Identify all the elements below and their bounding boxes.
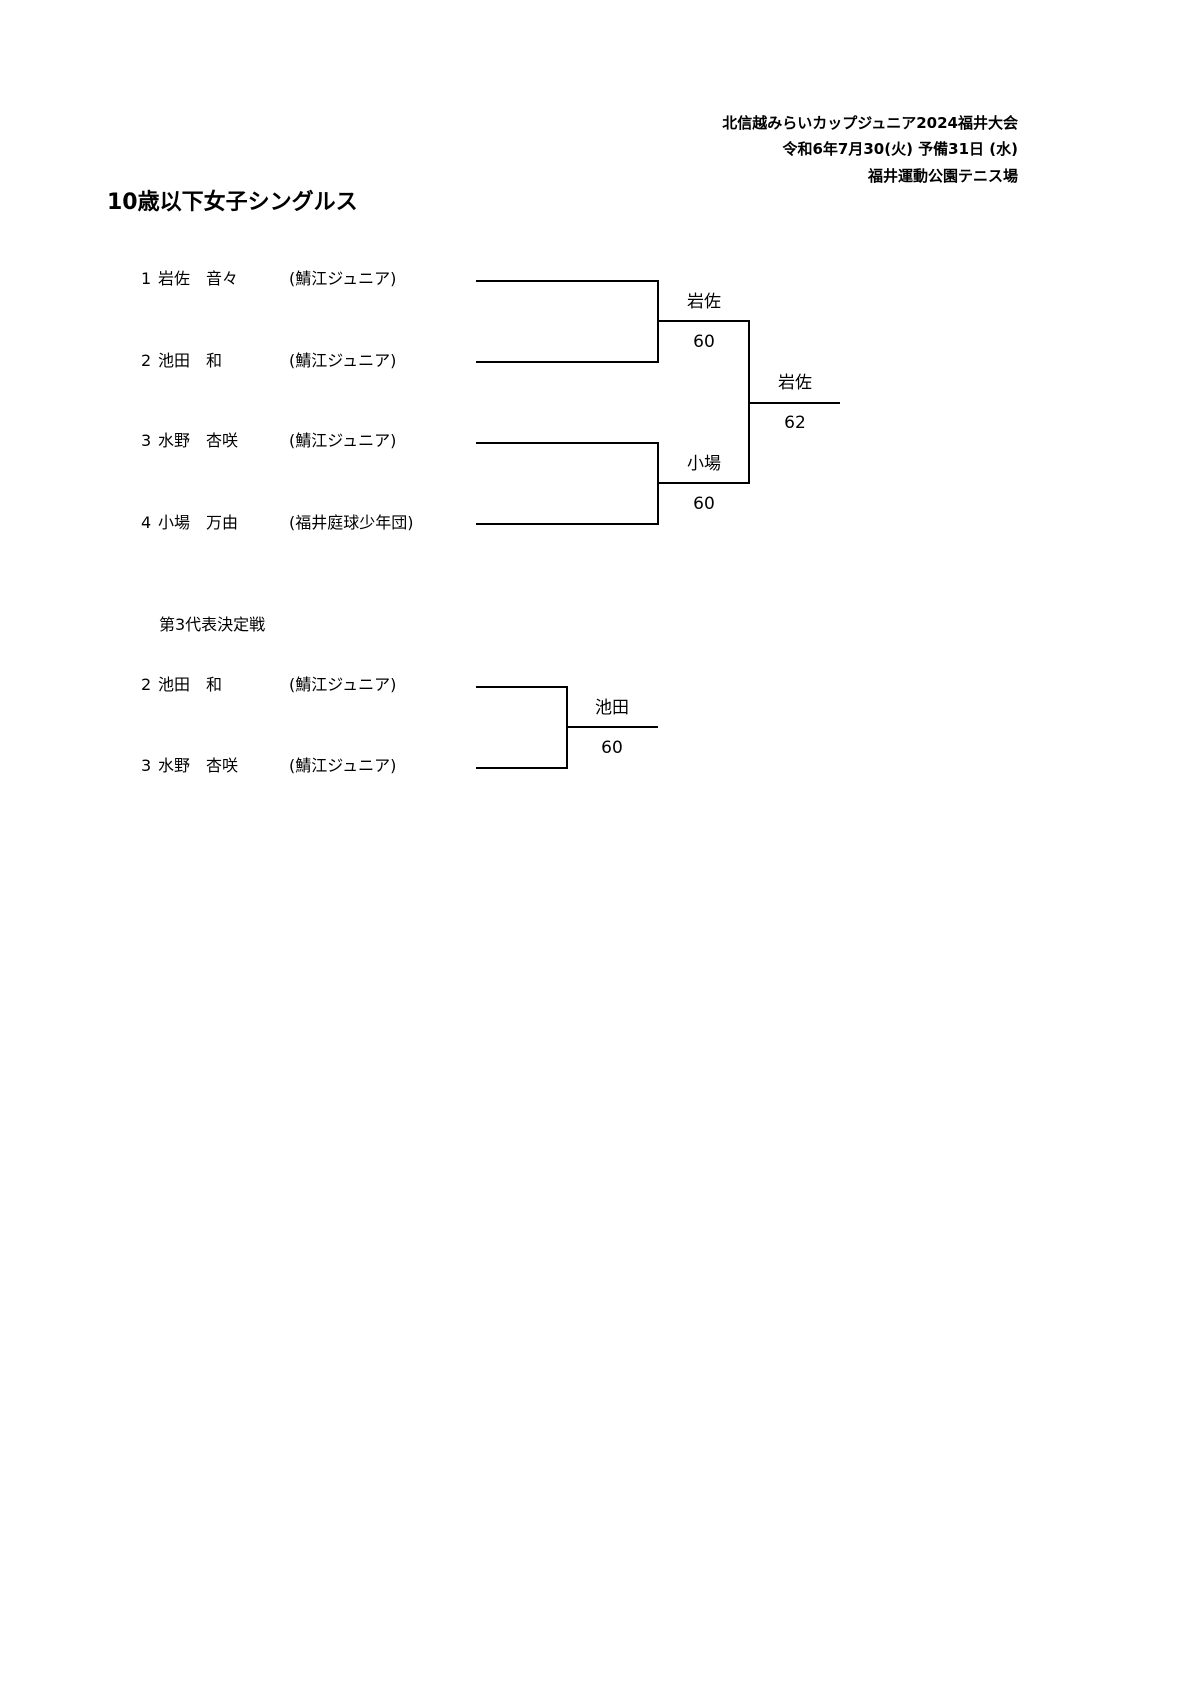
semifinal-winner: 小場	[687, 454, 721, 474]
bracket-line	[476, 442, 659, 444]
player-name: 水野 杏咲	[158, 431, 239, 450]
final-winner: 岩佐	[778, 373, 812, 393]
third-place-score: 60	[601, 738, 623, 758]
player-seed: 3	[141, 431, 152, 450]
bracket-line	[657, 320, 750, 322]
semifinal-winner: 岩佐	[687, 292, 721, 312]
tournament-venue: 福井運動公園テニス場	[867, 167, 1018, 185]
third-place-winner: 池田	[595, 698, 629, 718]
tournament-name: 北信越みらいカップジュニア2024福井大会	[722, 114, 1018, 132]
player-club: (鯖江ジュニア)	[289, 351, 397, 370]
player-club: (鯖江ジュニア)	[289, 431, 397, 450]
player-seed: 3	[141, 756, 152, 775]
player-name: 水野 杏咲	[158, 756, 239, 775]
player-name: 池田 和	[158, 675, 223, 694]
bracket-line	[657, 482, 750, 484]
tournament-dates: 令和6年7月30(火) 予備31日 (水)	[782, 140, 1019, 158]
event-title: 10歳以下女子シングルス	[107, 190, 358, 215]
player-seed: 2	[141, 675, 152, 694]
semifinal-score: 60	[693, 332, 715, 352]
bracket-line	[476, 361, 659, 363]
bracket-line	[476, 686, 568, 688]
bracket-line	[566, 726, 658, 728]
player-club: (鯖江ジュニア)	[289, 675, 397, 694]
bracket-line	[476, 767, 568, 769]
semifinal-score: 60	[693, 494, 715, 514]
player-seed: 2	[141, 351, 152, 370]
bracket-line	[476, 280, 659, 282]
final-score: 62	[784, 413, 806, 433]
player-name: 池田 和	[158, 351, 223, 370]
player-seed: 1	[141, 269, 152, 288]
third-place-title: 第3代表決定戦	[159, 615, 266, 634]
player-name: 小場 万由	[158, 513, 239, 532]
player-name: 岩佐 音々	[158, 269, 239, 288]
bracket-line	[476, 523, 659, 525]
player-club: (福井庭球少年団)	[289, 513, 414, 532]
player-club: (鯖江ジュニア)	[289, 756, 397, 775]
player-club: (鯖江ジュニア)	[289, 269, 397, 288]
bracket-line	[748, 402, 840, 404]
player-seed: 4	[141, 513, 152, 532]
